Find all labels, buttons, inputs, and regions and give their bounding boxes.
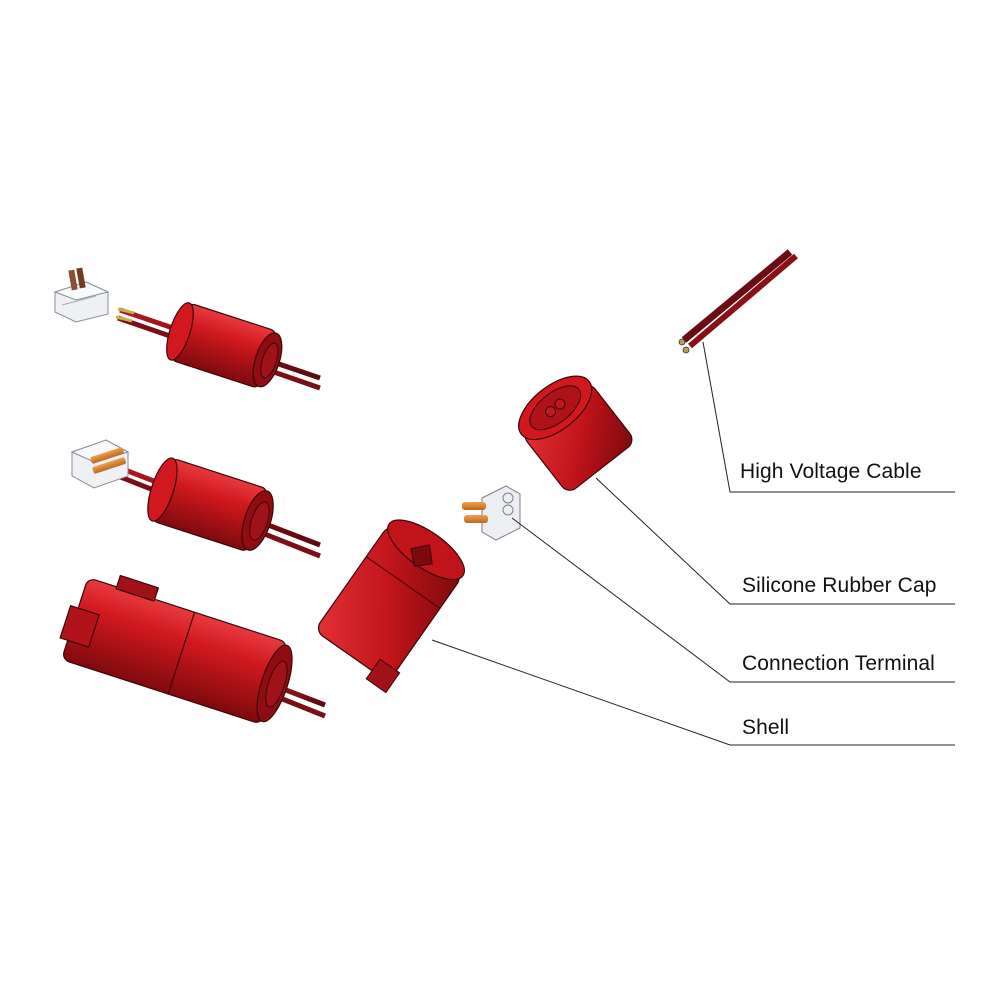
terminal-block-icon <box>53 267 110 323</box>
shell-part <box>317 519 465 694</box>
label-connection-terminal: Connection Terminal <box>742 652 935 675</box>
label-silicone-rubber-cap: Silicone Rubber Cap <box>742 574 937 597</box>
connection-terminal-part <box>462 485 521 541</box>
high-voltage-cable-part <box>678 249 798 354</box>
terminal-block-icon <box>70 439 130 489</box>
step3-assembly <box>59 574 326 723</box>
step1-assembly <box>53 267 321 391</box>
step2-assembly <box>70 439 321 559</box>
leader-lines <box>431 341 955 746</box>
silicone-rubber-cap-part <box>518 375 633 491</box>
label-high-voltage-cable: High Voltage Cable <box>740 460 922 483</box>
label-shell: Shell <box>742 716 790 739</box>
